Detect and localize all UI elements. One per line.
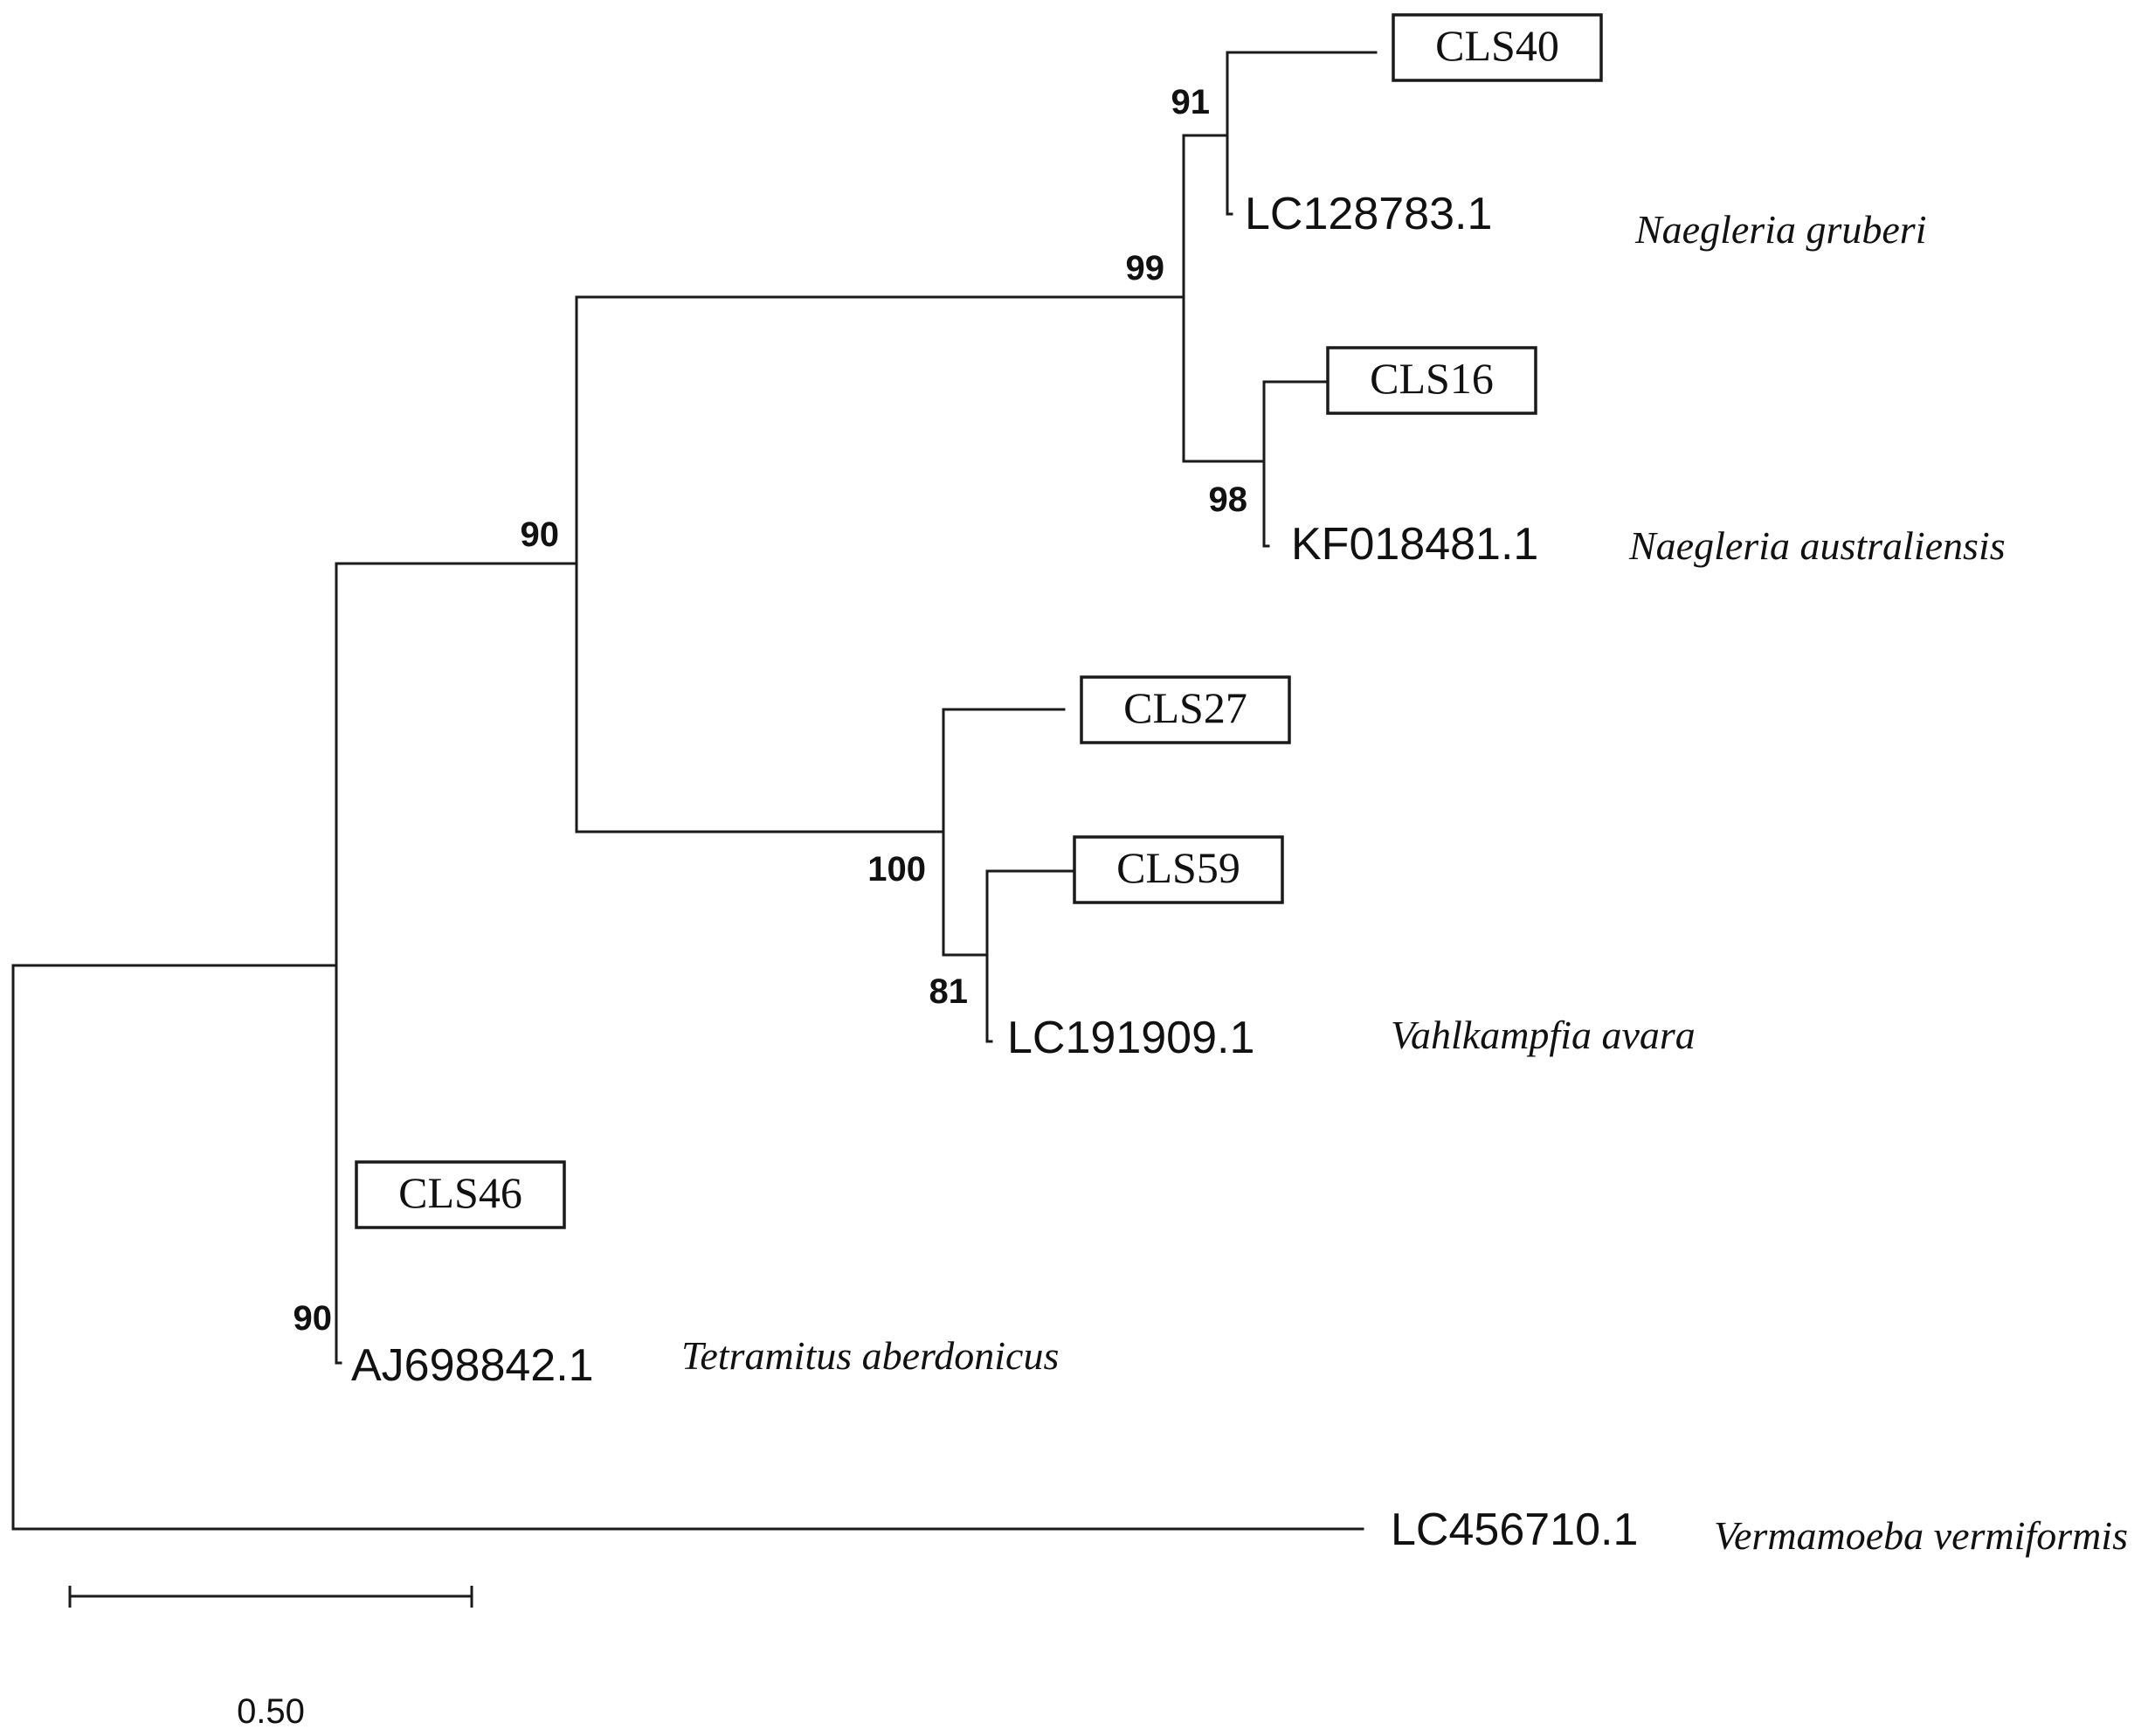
accession-lc128783: LC128783.1 xyxy=(1245,189,1492,239)
isolate-cls27: CLS27 xyxy=(1080,675,1291,744)
bootstrap-98: 98 xyxy=(1209,481,1248,519)
bootstrap-91: 91 xyxy=(1171,83,1211,121)
accession-lc191909: LC191909.1 xyxy=(1007,1013,1254,1063)
cls40-box xyxy=(1392,13,1603,82)
isolate-cls40: CLS40 xyxy=(1392,13,1603,82)
scale-bar-line xyxy=(68,1586,473,1608)
isolate-cls59: CLS59 xyxy=(1073,835,1284,904)
tree-branches xyxy=(11,51,1378,1531)
bootstrap-99: 99 xyxy=(1126,249,1165,287)
isolate-cls16: CLS16 xyxy=(1326,346,1537,415)
isolate-cls46: CLS46 xyxy=(355,1160,566,1229)
cls40-label: CLS40 xyxy=(1435,21,1559,70)
scale-bar-label: 0.50 xyxy=(237,1692,305,1731)
scale-bar: 0.50 xyxy=(68,1586,473,1731)
bootstrap-90-lower: 90 xyxy=(294,1299,333,1338)
bootstrap-81: 81 xyxy=(929,972,969,1011)
cls59-label: CLS59 xyxy=(1116,843,1240,892)
species-vahlkampfia-avara: Vahlkampfia avara xyxy=(1391,1013,1696,1057)
species-tetramitus-aberdonicus: Tetramitus aberdonicus xyxy=(681,1333,1059,1378)
species-naegleria-gruberi: Naegleria gruberi xyxy=(1634,207,1926,252)
cls59-box xyxy=(1073,835,1284,904)
accession-kf018481: KF018481.1 xyxy=(1291,519,1538,570)
species-naegleria-australiensis: Naegleria australiensis xyxy=(1628,523,2006,568)
cls27-label: CLS27 xyxy=(1123,683,1247,732)
cls46-box xyxy=(355,1160,566,1229)
reference-labels: LC128783.1 Naegleria gruberi KF018481.1 … xyxy=(351,189,2128,1558)
bootstrap-values: 91 99 98 90 100 81 90 xyxy=(294,83,1248,1338)
cls27-box xyxy=(1080,675,1291,744)
cls16-box xyxy=(1326,346,1537,415)
bootstrap-100: 100 xyxy=(867,850,926,889)
isolate-labels: CLS40 CLS16 CLS27 CLS59 CLS46 xyxy=(355,13,1603,1229)
accession-lc456710: LC456710.1 xyxy=(1391,1504,1638,1555)
cls46-label: CLS46 xyxy=(398,1168,522,1217)
accession-aj698842: AJ698842.1 xyxy=(351,1340,594,1391)
bootstrap-90-upper: 90 xyxy=(521,515,560,554)
cls16-label: CLS16 xyxy=(1370,354,1494,403)
species-vermamoeba-vermiformis: Vermamoeba vermiformis xyxy=(1714,1513,2128,1558)
